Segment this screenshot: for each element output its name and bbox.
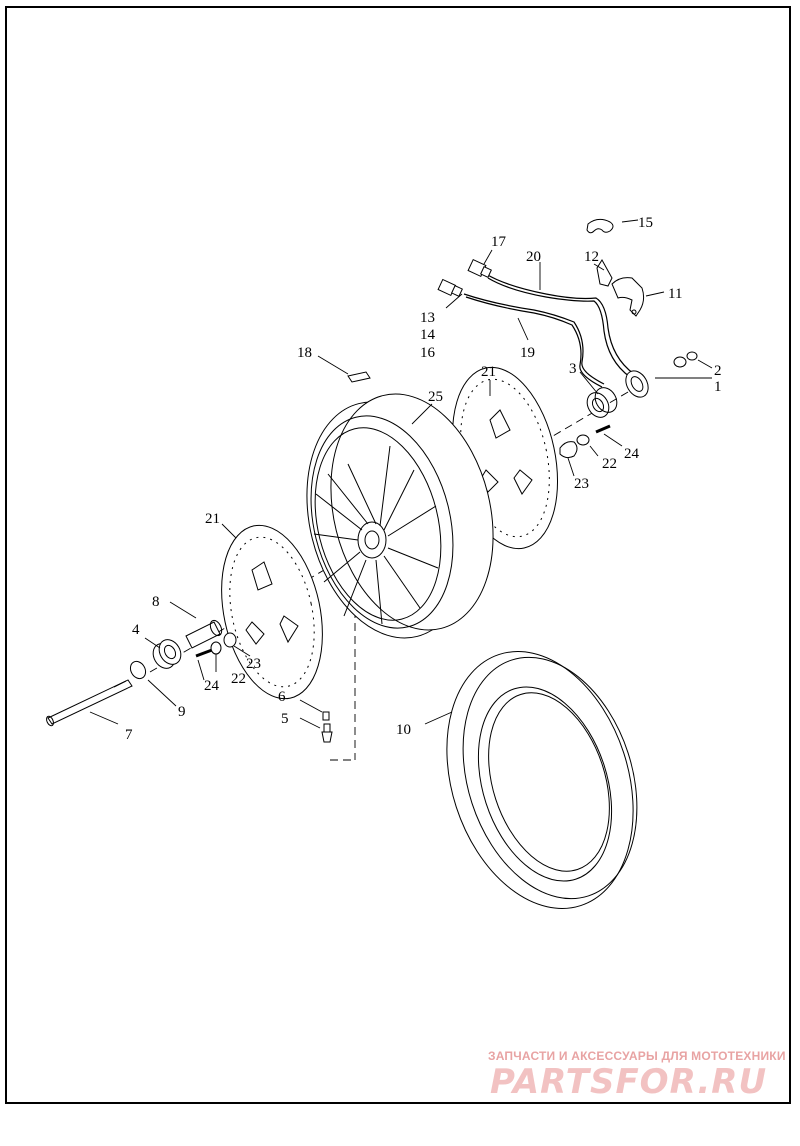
spacer-9 <box>129 660 147 680</box>
callout-3: 3 <box>569 361 577 377</box>
callout-7: 7 <box>125 727 133 743</box>
wheel-speed-sensor <box>625 370 649 398</box>
connector-17 <box>467 258 492 278</box>
bracket-12 <box>596 259 613 287</box>
callout-21-right: 21 <box>481 364 496 380</box>
bracket-11 <box>611 277 645 317</box>
callout-21-left: 21 <box>205 511 220 527</box>
tire-10 <box>446 651 638 909</box>
callout-13: 13 <box>420 310 435 326</box>
brake-disc-left <box>221 524 323 700</box>
callout-10: 10 <box>396 722 411 738</box>
callout-22-right: 22 <box>602 456 617 472</box>
cast-wheel <box>306 393 494 639</box>
bearing-3 <box>586 387 618 418</box>
callout-15: 15 <box>638 215 653 231</box>
callout-24-left: 24 <box>204 678 220 694</box>
callout-6: 6 <box>278 689 286 705</box>
callout-16: 16 <box>420 345 436 361</box>
callout-4: 4 <box>132 622 140 638</box>
bearing-4 <box>152 639 182 669</box>
callout-18: 18 <box>297 345 312 361</box>
connector-13 <box>437 278 463 297</box>
callout-9: 9 <box>178 704 186 720</box>
page-border <box>5 6 791 1104</box>
callout-11: 11 <box>668 286 682 302</box>
valve-stem <box>321 711 333 743</box>
callout-8: 8 <box>152 594 160 610</box>
sensor-wires <box>463 273 635 388</box>
callout-24-right: 24 <box>624 446 640 462</box>
callout-labels: 1 2 3 4 5 6 7 8 9 10 11 12 13 14 15 16 1… <box>125 215 722 743</box>
nut-2 <box>673 351 698 368</box>
callout-23-left: 23 <box>246 656 261 672</box>
callout-14: 14 <box>420 327 436 343</box>
callout-5: 5 <box>281 711 289 727</box>
clip-part <box>586 218 614 234</box>
callout-19: 19 <box>520 345 535 361</box>
callout-12: 12 <box>584 249 599 265</box>
balance-weight <box>347 371 371 383</box>
watermark-logo: PARTSFOR.RU <box>490 1062 768 1102</box>
left-hardware <box>195 632 237 658</box>
callout-23-right: 23 <box>574 476 589 492</box>
watermark-caption: ЗАПЧАСТИ И АКСЕССУАРЫ ДЛЯ МОТОТЕХНИКИ <box>488 1049 786 1063</box>
callout-20: 20 <box>526 249 541 265</box>
axle-7 <box>46 679 133 727</box>
leader-lines <box>89 219 713 729</box>
callout-25: 25 <box>428 389 443 405</box>
callout-22-left: 22 <box>231 671 246 687</box>
callout-2: 2 <box>714 363 722 379</box>
callout-17: 17 <box>491 234 507 250</box>
right-hardware <box>559 424 611 459</box>
callout-1: 1 <box>714 379 722 395</box>
spacer-8 <box>185 619 223 649</box>
